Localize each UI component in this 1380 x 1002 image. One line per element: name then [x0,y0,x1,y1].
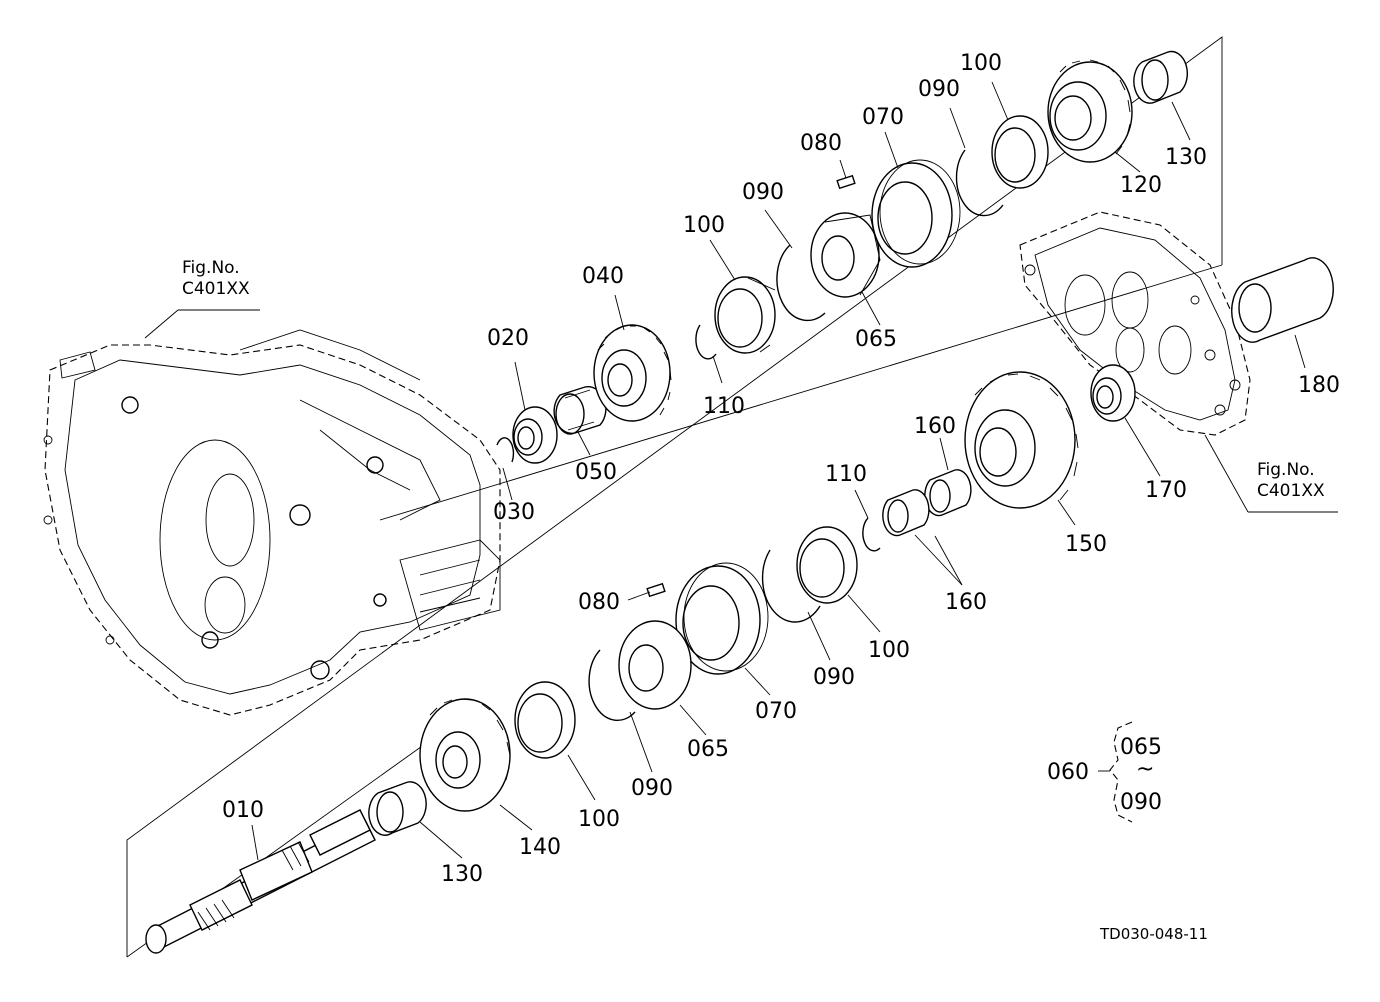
leader-lines [144,81,1338,861]
label-065-upper: 065 [855,327,897,352]
label-080-upper: 080 [800,131,842,156]
part-100-sync-ring-lower [514,681,576,759]
drawing-code: TD030-048-11 [1100,925,1208,943]
label-030: 030 [493,500,535,525]
fig-ref-right: Fig.No. C401XX [1257,460,1325,502]
part-110-snap-ring-mid [862,517,881,552]
part-065-synchro-hub-lower [618,620,692,710]
part-130-needle-bearing-upper [1133,50,1189,104]
label-100-upper-b: 100 [960,51,1002,76]
assembly-range-from: 065 [1120,735,1162,760]
part-160-needle-bearing [882,469,972,537]
part-080-shifting-key-lower [646,582,666,598]
part-070-coupling-sleeve [871,159,961,268]
part-090-spring-upper [955,149,1004,217]
label-130-upper: 130 [1165,145,1207,170]
part-010-main-shaft [145,809,376,954]
label-020: 020 [487,326,529,351]
part-100-sync-ring [714,276,776,354]
label-040: 040 [582,264,624,289]
frame-outline [126,36,1223,957]
assembly-parent-label: 060 [1047,760,1089,785]
label-010: 010 [222,798,264,823]
assembly-range-to: 090 [1120,790,1162,815]
assembly-bracket [1098,721,1133,823]
part-020-ball-bearing [512,406,558,464]
label-160-a: 160 [914,414,956,439]
part-090-spring [776,244,826,322]
label-100-mid: 100 [868,638,910,663]
label-050: 050 [575,460,617,485]
fig-ref-left-line1: Fig.No. [182,258,240,278]
part-170-ball-bearing [1090,364,1136,422]
label-130-lower: 130 [441,862,483,887]
fig-ref-left-line2: C401XX [182,279,250,299]
part-090-spring-lower [588,649,636,722]
rear-cover-plate [1019,211,1251,436]
label-065-lower: 065 [687,737,729,762]
part-080-shifting-key [836,174,856,190]
label-100-upper-a: 100 [683,213,725,238]
transmission-case [43,329,501,716]
label-180: 180 [1298,373,1340,398]
label-150: 150 [1065,532,1107,557]
part-180-collar [1231,257,1334,343]
part-120-gear [1047,59,1133,163]
label-090-upper-b: 090 [918,77,960,102]
fig-ref-left: Fig.No. C401XX [182,258,250,300]
label-160-b: 160 [945,590,987,615]
label-100-lower: 100 [578,807,620,832]
label-110-upper: 110 [703,394,745,419]
label-140: 140 [519,835,561,860]
part-090-spring-mid [761,549,821,623]
part-065-synchro-hub [810,212,881,298]
part-100-sync-ring-upper [991,115,1049,189]
assembly-range-tilde: ~ [1136,757,1155,782]
part-040-gear [593,324,672,422]
part-110-snap-ring [695,324,717,360]
label-090-lower: 090 [631,776,673,801]
label-070-lower: 070 [755,699,797,724]
part-030-snap-ring [496,437,515,463]
label-110-mid: 110 [825,462,867,487]
label-090-upper-a: 090 [742,180,784,205]
part-100-sync-ring-mid [796,526,858,604]
fig-ref-right-line2: C401XX [1257,481,1325,501]
label-070-upper: 070 [862,105,904,130]
part-130-needle-bearing-lower [368,781,427,836]
label-090-mid: 090 [813,665,855,690]
part-070-coupling-sleeve-lower [675,562,769,675]
part-140-gear [419,698,511,812]
label-080-lower: 080 [578,590,620,615]
fig-ref-right-line1: Fig.No. [1257,460,1315,480]
label-170: 170 [1145,478,1187,503]
part-150-gear [964,371,1079,509]
label-120: 120 [1120,173,1162,198]
